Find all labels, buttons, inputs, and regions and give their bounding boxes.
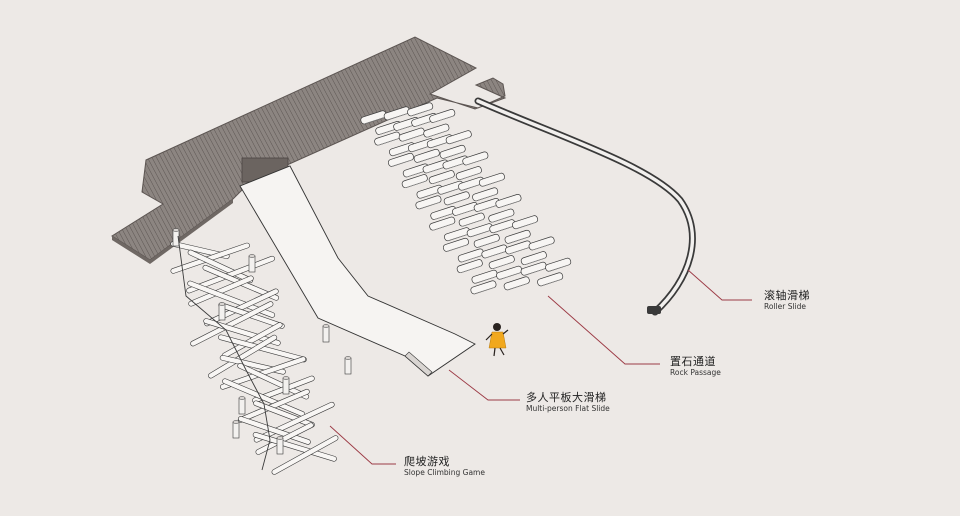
climbing-log — [237, 362, 310, 400]
rock-block — [429, 108, 456, 123]
rock-block — [512, 215, 539, 230]
rock-block — [504, 229, 531, 244]
rock-block — [473, 233, 500, 248]
callout-flat-zh: 多人平板大滑梯 — [526, 391, 607, 404]
climbing-post — [344, 356, 352, 375]
rock-block — [478, 172, 505, 187]
rock-block — [471, 269, 498, 284]
callout-flat-slide: 多人平板大滑梯 Multi-person Flat Slide — [526, 391, 610, 413]
climbing-logs — [170, 228, 352, 475]
callout-flat-en: Multi-person Flat Slide — [526, 403, 610, 413]
climbing-log — [255, 422, 314, 455]
rock-block — [457, 248, 484, 263]
rock-block — [456, 259, 483, 274]
rock-block — [488, 208, 515, 223]
rock-block — [401, 174, 428, 189]
rock-block — [537, 272, 564, 287]
rock-block — [462, 151, 489, 166]
rock-block — [520, 251, 547, 266]
climbing-post — [232, 420, 240, 439]
rock-passage — [360, 102, 572, 295]
rock-block — [458, 212, 485, 227]
rock-block — [545, 257, 572, 272]
rock-block — [387, 152, 414, 167]
climbing-rope — [177, 235, 271, 471]
roller-slide-end — [647, 306, 661, 314]
rock-block — [495, 193, 522, 208]
rock-block — [374, 131, 401, 146]
climbing-log — [271, 435, 339, 475]
roller-slide-inner — [476, 99, 695, 314]
callout-climb-zh: 爬坡游戏 — [404, 455, 450, 468]
rock-block — [445, 130, 472, 145]
roller-slide-track — [474, 97, 696, 316]
climbing-post — [218, 302, 226, 321]
rock-block — [439, 144, 466, 159]
rock-block — [415, 195, 442, 210]
flat-slide — [239, 165, 476, 377]
climbing-log — [187, 280, 276, 318]
rock-block — [407, 102, 434, 117]
callout-rock-passage: 置石通道 Rock Passage — [670, 355, 721, 377]
rock-block — [520, 261, 547, 276]
leader-lines — [329, 269, 752, 465]
leader-rock — [547, 295, 660, 365]
callout-rock-en: Rock Passage — [670, 367, 721, 377]
rock-block — [398, 127, 425, 142]
rock-block — [528, 236, 555, 251]
rock-block — [470, 280, 497, 295]
rock-block — [503, 276, 530, 291]
rock-block — [360, 110, 387, 125]
flat-slide-lip — [404, 351, 433, 377]
callout-roller-zh: 滚轴滑梯 — [764, 289, 810, 302]
callout-roller-slide: 滚轴滑梯 Roller Slide — [764, 289, 810, 311]
rock-block — [423, 123, 450, 138]
callout-roller-en: Roller Slide — [764, 301, 807, 311]
climbing-post — [276, 436, 284, 455]
rock-block — [443, 191, 470, 206]
callout-rock-zh: 置石通道 — [670, 355, 716, 368]
climbing-log — [190, 301, 274, 347]
leader-roller — [687, 269, 752, 301]
leader-flat — [448, 369, 520, 401]
rock-block — [428, 170, 455, 185]
climbing-post — [282, 376, 290, 395]
rock-block — [496, 265, 523, 280]
rock-block — [429, 216, 456, 231]
rock-block — [416, 184, 443, 199]
climbing-post — [248, 254, 256, 273]
rock-block — [466, 223, 493, 238]
callout-slope-climbing: 爬坡游戏 Slope Climbing Game — [404, 455, 485, 477]
climbing-log — [208, 334, 278, 379]
climbing-post — [172, 228, 180, 247]
climbing-log — [203, 318, 281, 346]
climbing-post — [238, 396, 246, 415]
climbing-log — [252, 432, 337, 462]
rock-block — [472, 187, 499, 202]
rock-block — [488, 255, 515, 270]
climbing-post — [322, 324, 330, 343]
rock-block — [442, 237, 469, 252]
rock-block — [413, 148, 440, 163]
deck-platform — [111, 36, 507, 261]
leader-climb — [329, 425, 396, 465]
child-figure — [485, 323, 509, 357]
rock-block — [481, 244, 508, 259]
callout-climb-en: Slope Climbing Game — [404, 467, 485, 477]
rock-block — [455, 166, 482, 181]
